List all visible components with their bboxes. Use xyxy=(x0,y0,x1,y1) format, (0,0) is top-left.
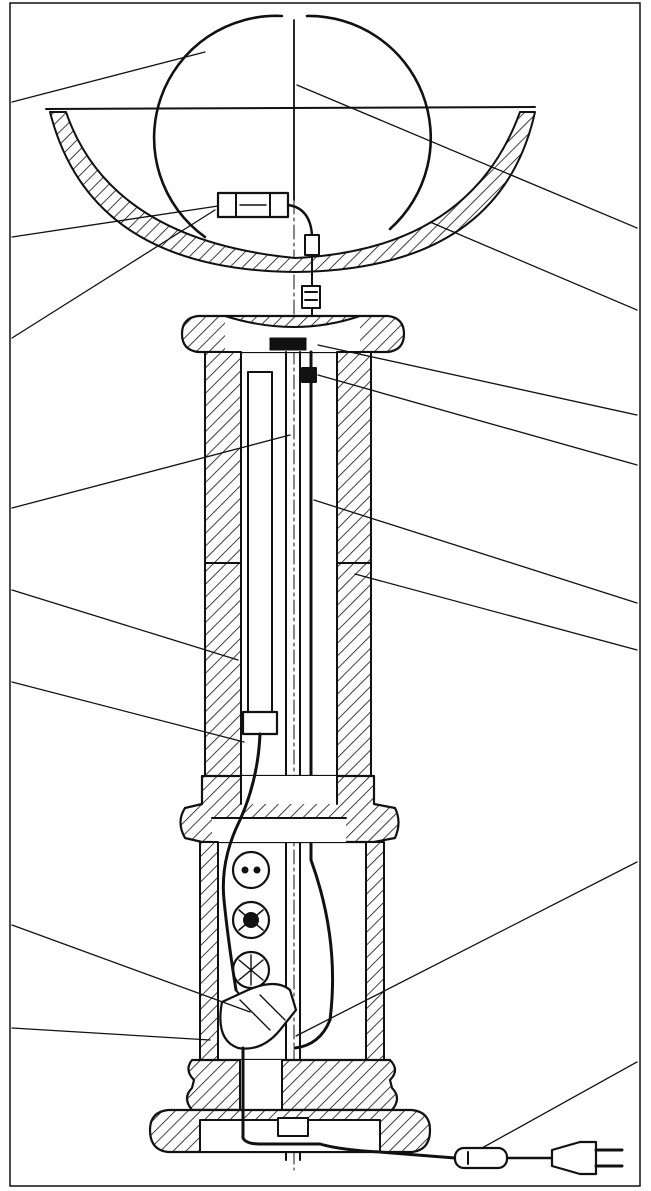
cable-connector xyxy=(301,234,321,323)
leader-line-cable xyxy=(313,499,638,604)
main-cable xyxy=(293,350,335,1050)
lower-ring xyxy=(185,1058,399,1112)
leader-line-column xyxy=(354,573,638,651)
socket-compartment-right-wall xyxy=(365,841,385,1061)
power-socket-bottom xyxy=(231,950,271,990)
base-nut xyxy=(277,1117,309,1137)
supply-cable xyxy=(241,1046,457,1160)
tube-holder xyxy=(241,710,279,736)
internal-cable xyxy=(221,732,262,992)
leader-line-rod xyxy=(11,434,291,509)
socket-compartment-left-wall xyxy=(199,841,219,1061)
leader-line-globe xyxy=(11,51,206,103)
leader-line-sockets xyxy=(11,924,251,1013)
leader-line-junction xyxy=(295,861,638,1037)
leader-line-bowl-inner xyxy=(11,209,216,339)
leader-line-tube-holder xyxy=(11,681,245,743)
leader-line-rod-top xyxy=(296,84,638,229)
leader-lines xyxy=(11,51,638,1149)
power-socket-middle xyxy=(231,900,271,940)
leader-line-switch xyxy=(481,1061,638,1149)
leader-line-clamp xyxy=(317,374,638,466)
inline-switch xyxy=(453,1146,509,1170)
leader-line-box xyxy=(11,1027,211,1041)
junction-box xyxy=(219,982,298,1050)
bowl-rim xyxy=(45,106,536,110)
rod-clamp xyxy=(301,367,317,383)
drawing-border xyxy=(9,2,641,1187)
leader-line-bowl-shade xyxy=(429,221,638,311)
bowl-shade xyxy=(49,111,536,273)
power-socket-top xyxy=(231,850,271,890)
lamp-holder xyxy=(216,191,314,237)
leader-line-lamp-holder xyxy=(11,205,219,238)
glass-globe xyxy=(152,14,432,239)
mains-plug xyxy=(550,1140,624,1176)
fastening-nut xyxy=(269,337,307,351)
leader-line-capital-nut xyxy=(317,344,638,416)
leader-line-column-left xyxy=(11,589,239,661)
fluorescent-tube xyxy=(247,371,273,713)
